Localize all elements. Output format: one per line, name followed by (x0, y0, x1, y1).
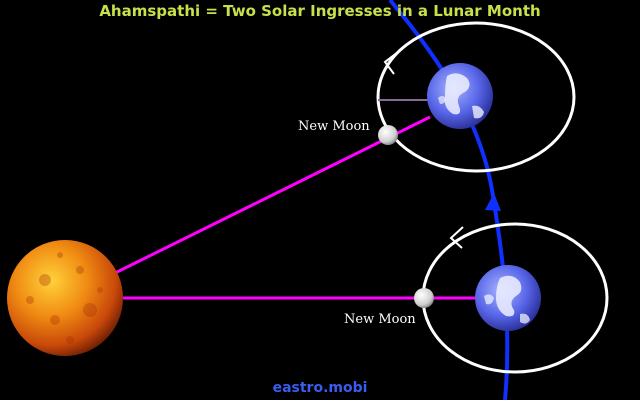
new-moon-bottom (414, 288, 434, 308)
new-moon-label-bottom: New Moon (344, 312, 416, 327)
new-moon-label-top: New Moon (298, 119, 370, 134)
orbit-arrow-top-icon (383, 51, 399, 75)
sun-to-moon-line-top (114, 115, 431, 275)
earth-top (427, 63, 493, 129)
moon-orbit-top (376, 21, 576, 173)
sun (7, 240, 123, 356)
earth-path-arrow-icon (485, 193, 501, 211)
site-watermark: eastro.mobi (272, 380, 368, 396)
earth-orbit-path (388, 0, 510, 400)
earth-bottom (475, 265, 541, 331)
new-moon-top (378, 125, 398, 145)
sun-texture (26, 252, 103, 344)
diagram-title: Ahamspathi = Two Solar Ingresses in a Lu… (99, 2, 541, 20)
orbit-arrow-bottom-icon (449, 226, 464, 249)
